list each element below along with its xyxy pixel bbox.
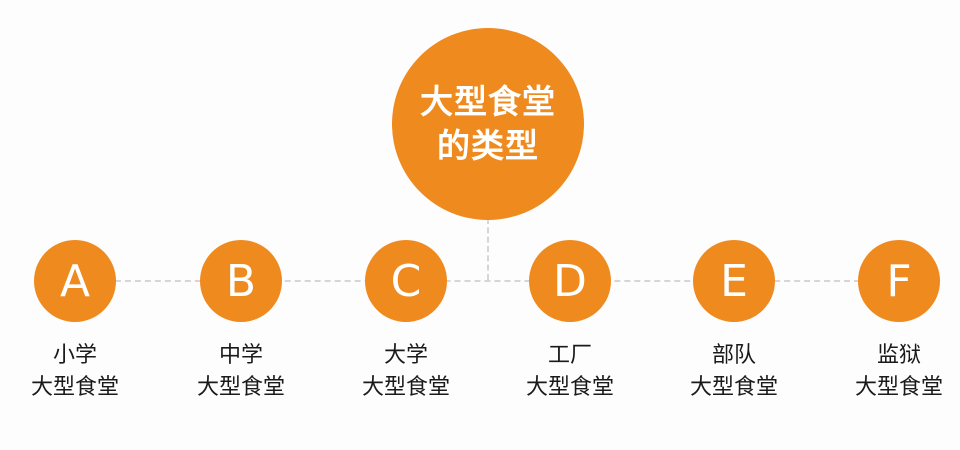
node-c: C 大学 大型食堂 <box>326 240 486 404</box>
hub-circle: 大型食堂 的类型 <box>392 28 584 220</box>
node-e: E 部队 大型食堂 <box>654 240 814 404</box>
node-d: D 工厂 大型食堂 <box>490 240 650 404</box>
node-label-line1: 小学 <box>52 343 97 368</box>
node-label-line1: 工厂 <box>547 343 592 368</box>
node-label: 中学 大型食堂 <box>161 340 321 404</box>
node-badge-a: A <box>34 240 116 322</box>
node-label-line2: 大型食堂 <box>361 375 450 400</box>
node-label-line2: 大型食堂 <box>525 375 614 400</box>
node-badge-c: C <box>365 240 447 322</box>
node-label: 大学 大型食堂 <box>326 340 486 404</box>
node-label: 工厂 大型食堂 <box>490 340 650 404</box>
node-label: 监狱 大型食堂 <box>819 340 960 404</box>
node-letter: F <box>886 255 912 307</box>
node-label-line2: 大型食堂 <box>854 375 943 400</box>
node-b: B 中学 大型食堂 <box>161 240 321 404</box>
node-badge-d: D <box>529 240 611 322</box>
node-label-line2: 大型食堂 <box>689 375 778 400</box>
node-letter: B <box>225 255 257 307</box>
node-letter: A <box>59 255 91 307</box>
node-badge-b: B <box>200 240 282 322</box>
node-f: F 监狱 大型食堂 <box>819 240 960 404</box>
node-label-line1: 中学 <box>218 343 263 368</box>
hub-title-line2: 的类型 <box>437 126 539 165</box>
node-label-line1: 部队 <box>711 343 756 368</box>
horizontal-dashed-connector <box>75 280 900 282</box>
node-label-line1: 监狱 <box>876 343 921 368</box>
vertical-dashed-connector <box>487 218 489 280</box>
node-letter: E <box>720 255 748 307</box>
node-label: 小学 大型食堂 <box>0 340 155 404</box>
node-label: 部队 大型食堂 <box>654 340 814 404</box>
node-badge-f: F <box>858 240 940 322</box>
node-a: A 小学 大型食堂 <box>0 240 155 404</box>
node-letter: D <box>553 255 587 307</box>
node-badge-e: E <box>693 240 775 322</box>
hub-title-line1: 大型食堂 <box>420 82 556 121</box>
node-letter: C <box>390 255 422 307</box>
node-label-line1: 大学 <box>383 343 428 368</box>
node-label-line2: 大型食堂 <box>196 375 285 400</box>
node-label-line2: 大型食堂 <box>30 375 119 400</box>
